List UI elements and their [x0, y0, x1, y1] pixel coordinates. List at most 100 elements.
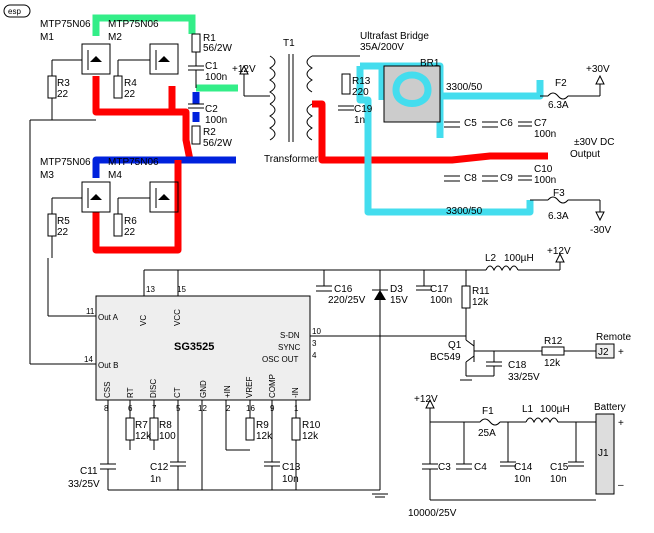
svg-text:GND: GND: [199, 380, 208, 398]
svg-text:3: 3: [312, 339, 317, 348]
svg-text:100n: 100n: [205, 115, 227, 126]
svg-text:R13: R13: [352, 76, 371, 87]
svg-text:22: 22: [57, 227, 69, 238]
svg-text:C6: C6: [500, 118, 513, 129]
svg-text:100µH: 100µH: [540, 404, 570, 415]
svg-text:15V: 15V: [390, 295, 408, 306]
svg-text:MTP75N06: MTP75N06: [40, 157, 91, 168]
svg-text:Q1: Q1: [448, 340, 462, 351]
svg-text:MTP75N06: MTP75N06: [40, 19, 91, 30]
svg-text:C12: C12: [150, 462, 169, 473]
resistor-r1: R1 56/2W: [191, 33, 232, 54]
mosfet-m3: MTP75N06 M3: [40, 157, 111, 213]
svg-text:R12: R12: [544, 336, 563, 347]
svg-text:R1: R1: [203, 33, 216, 44]
svg-text:12: 12: [198, 404, 207, 413]
capacitor-c5: C5: [444, 118, 477, 129]
svg-text:-IN: -IN: [291, 387, 300, 398]
fuse-f3: F3 6.3A: [530, 188, 600, 222]
svg-text:10000/25V: 10000/25V: [408, 508, 457, 519]
capacitor-c17: C17 100n: [416, 270, 452, 306]
mosfet-m4: MTP75N06 M4: [108, 157, 179, 213]
inductor-l2: L2 100µH: [485, 253, 560, 272]
svg-text:Output: Output: [570, 149, 600, 160]
svg-text:–: –: [618, 480, 624, 491]
zener-d3: D3 15V: [372, 270, 408, 490]
svg-text:R11: R11: [472, 286, 490, 297]
svg-text:R5: R5: [57, 216, 70, 227]
svg-text:OSC OUT: OSC OUT: [262, 355, 299, 364]
svg-text:56/2W: 56/2W: [203, 138, 232, 149]
battery-input: +12V F1 25A L1 100µH C3 C4 C14 10n C15 1…: [408, 394, 626, 519]
resistor-r5: R5 22: [47, 197, 82, 258]
svg-text:BR1: BR1: [420, 58, 440, 69]
svg-text:C4: C4: [474, 462, 487, 473]
svg-text:VREF: VREF: [245, 377, 254, 398]
resistor-r3: R3 22: [47, 59, 82, 120]
svg-text:+12V: +12V: [232, 64, 256, 75]
svg-text:22: 22: [124, 89, 136, 100]
svg-text:Transformer: Transformer: [264, 154, 319, 165]
capacitor-c10: C10 100n: [518, 164, 556, 186]
svg-text:COMP: COMP: [268, 374, 277, 398]
svg-text:M3: M3: [40, 170, 54, 181]
svg-text:22: 22: [57, 89, 69, 100]
svg-text:+30V: +30V: [586, 64, 610, 75]
capacitor-c8: C8: [444, 173, 477, 184]
svg-text:F3: F3: [553, 188, 565, 199]
svg-text:C18: C18: [508, 360, 527, 371]
resistor-r11: R11 12k: [461, 270, 490, 330]
capacitor-c9: C9: [482, 173, 513, 184]
svg-text:VCC: VCC: [173, 309, 182, 326]
svg-text:BC549: BC549: [430, 352, 461, 363]
ic-sg3525: SG3525 Out A Out B 11 14 VC VCC 13 15 S-…: [84, 285, 466, 413]
svg-text:Ultrafast Bridge: Ultrafast Bridge: [360, 31, 429, 42]
svg-text:J1: J1: [598, 448, 609, 459]
svg-text:C10: C10: [534, 164, 553, 175]
svg-text:R3: R3: [57, 78, 70, 89]
svg-text:DISC: DISC: [149, 379, 158, 398]
svg-text:C5: C5: [464, 118, 477, 129]
svg-text:13: 13: [146, 285, 155, 294]
svg-text:10n: 10n: [282, 474, 299, 485]
capacitor-c7: C7 100n: [518, 118, 556, 140]
svg-text:+IN: +IN: [223, 385, 232, 398]
svg-text:2: 2: [226, 404, 231, 413]
svg-text:Remote: Remote: [596, 332, 631, 343]
svg-text:100n: 100n: [205, 72, 227, 83]
svg-text:+: +: [618, 418, 624, 429]
svg-text:T1: T1: [283, 38, 295, 49]
svg-text:100µH: 100µH: [504, 253, 534, 264]
svg-text:3300/50: 3300/50: [446, 82, 483, 93]
svg-text:33/25V: 33/25V: [68, 479, 100, 490]
svg-text:SG3525: SG3525: [174, 341, 214, 353]
svg-text:12k: 12k: [256, 431, 273, 442]
capacitor-c16: C16 220/25V: [316, 270, 366, 306]
ic-supply: L2 100µH +12V C16 220/25V D3 15V C17 100…: [143, 246, 571, 490]
svg-text:MTP75N06: MTP75N06: [108, 157, 159, 168]
svg-text:R2: R2: [203, 127, 216, 138]
output-capacitors: 3300/50 3300/50 C5 C6 C7 100n C8 C9 C10 …: [444, 82, 556, 217]
resistor-r13: R13 220: [341, 73, 371, 98]
svg-text:C7: C7: [534, 118, 547, 129]
svg-text:10n: 10n: [550, 474, 567, 485]
svg-text:Out A: Out A: [98, 313, 119, 322]
svg-text:4: 4: [312, 351, 317, 360]
svg-text:D3: D3: [390, 284, 403, 295]
svg-text:F2: F2: [555, 78, 567, 89]
svg-text:R10: R10: [302, 420, 321, 431]
svg-text:100n: 100n: [430, 295, 452, 306]
svg-text:100n: 100n: [534, 129, 556, 140]
svg-text:10n: 10n: [514, 474, 531, 485]
svg-text:8: 8: [104, 404, 109, 413]
svg-text:R8: R8: [159, 420, 172, 431]
svg-text:R4: R4: [124, 78, 137, 89]
svg-text:10: 10: [312, 327, 321, 336]
svg-text:C15: C15: [550, 462, 569, 473]
svg-text:R6: R6: [124, 216, 137, 227]
svg-text:6.3A: 6.3A: [548, 211, 569, 222]
capacitor-c1: C1 100n: [188, 52, 227, 88]
svg-text:C14: C14: [514, 462, 533, 473]
svg-text:6.3A: 6.3A: [548, 100, 569, 111]
